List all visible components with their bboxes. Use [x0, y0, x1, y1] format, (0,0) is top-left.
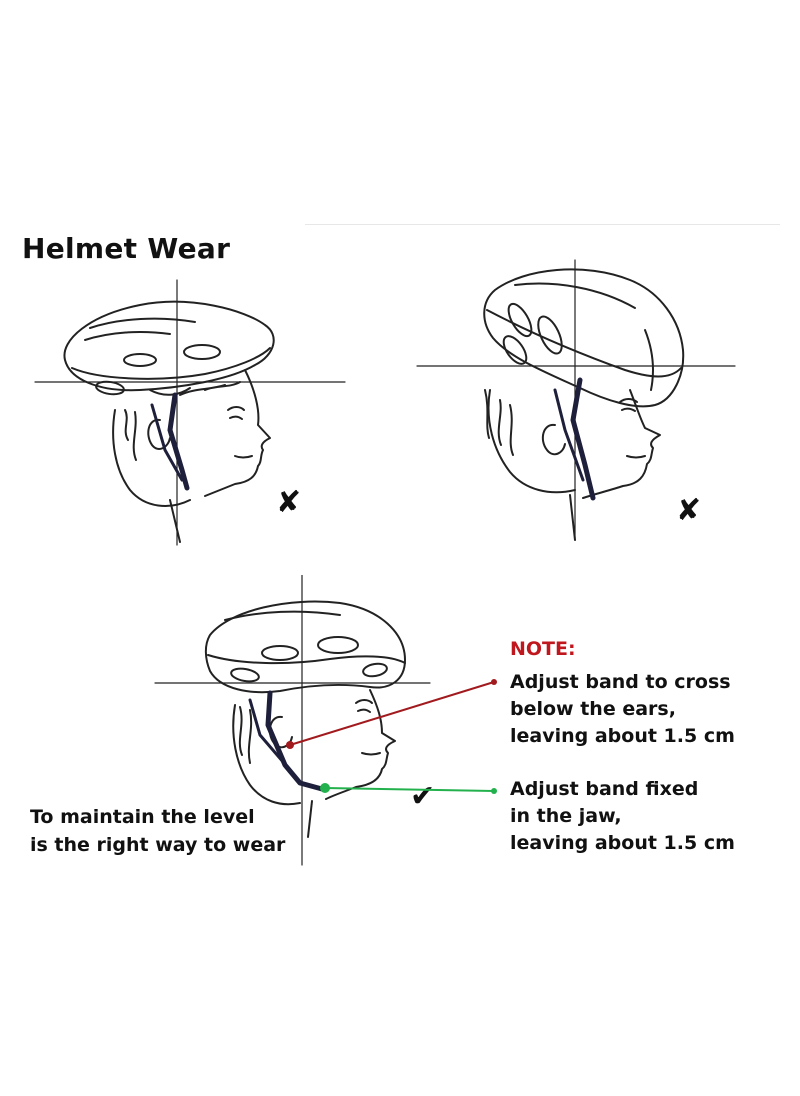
- helmet-tilted-back-icon: [34, 279, 346, 546]
- page-title: Helmet Wear: [22, 232, 231, 265]
- top-divider: [305, 224, 780, 225]
- figure-wrong-tilted-forward: [415, 240, 745, 560]
- wrong-mark-2: ✘: [676, 493, 702, 528]
- ear-band-note: Adjust band to cross below the ears, lea…: [510, 669, 735, 750]
- figure-wrong-tilted-back: [30, 270, 360, 550]
- ear-band-anchor-dot: [286, 741, 294, 749]
- ear-band-note-line: leaving about 1.5 cm: [510, 725, 735, 747]
- ear-band-pointer: [289, 681, 495, 746]
- note-heading: NOTE:: [510, 638, 576, 660]
- wrong-mark-1: ✘: [276, 485, 302, 520]
- jaw-band-note-line: in the jaw,: [510, 805, 622, 827]
- jaw-band-note-line: Adjust band fixed: [510, 778, 699, 800]
- jaw-band-pointer-dot: [491, 788, 497, 794]
- level-caption-line: To maintain the level: [30, 806, 255, 828]
- figure-correct-level: [150, 575, 440, 875]
- jaw-band-pointer: [324, 787, 495, 792]
- ear-band-note-line: below the ears,: [510, 698, 676, 720]
- level-caption-line: is the right way to wear: [30, 834, 286, 856]
- right-mark: ✔: [410, 779, 436, 814]
- jaw-band-note-line: leaving about 1.5 cm: [510, 832, 735, 854]
- ear-band-note-line: Adjust band to cross: [510, 671, 731, 693]
- ear-band-pointer-dot: [491, 679, 497, 685]
- helmet-tilted-forward-icon: [416, 259, 736, 541]
- jaw-band-note: Adjust band fixed in the jaw, leaving ab…: [510, 776, 735, 857]
- helmet-level-icon: [154, 575, 431, 866]
- level-caption: To maintain the level is the right way t…: [30, 803, 285, 859]
- jaw-band-anchor-dot: [320, 783, 330, 793]
